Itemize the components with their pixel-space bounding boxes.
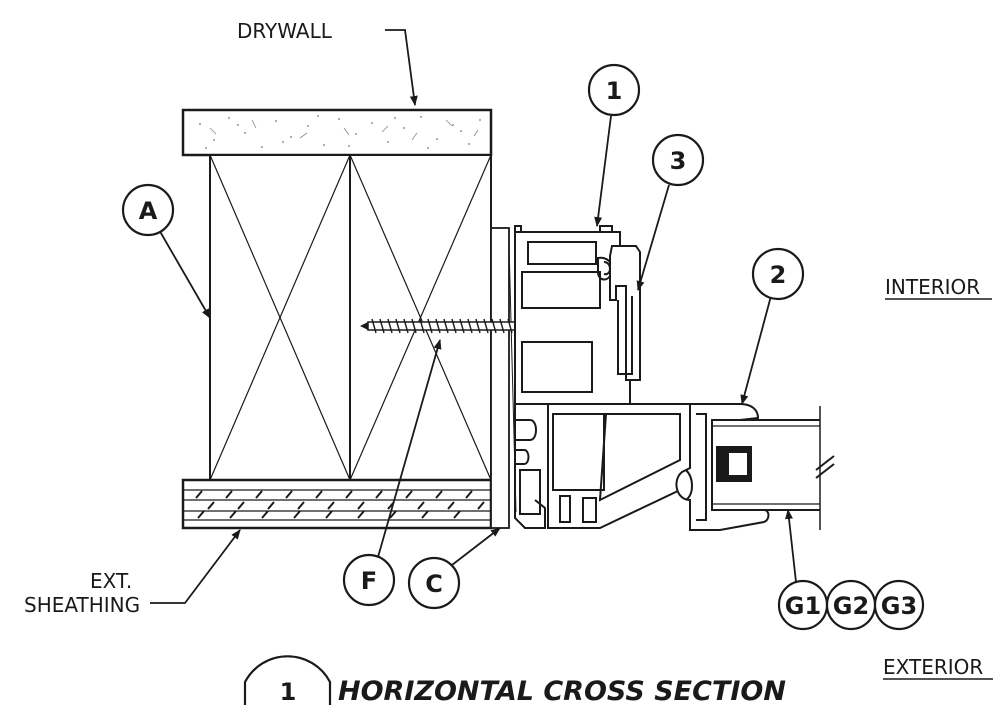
callout-g2: G2 [825,579,877,631]
title-number: 1 [280,678,297,705]
interior-label: INTERIOR [885,275,980,299]
svg-text:G1: G1 [785,592,821,620]
title-text: HORIZONTAL CROSS SECTION [338,676,786,705]
sheathing-label: SHEATHING [24,593,140,617]
svg-text:F: F [361,567,377,595]
svg-text:2: 2 [770,261,787,289]
interior-label-group: INTERIOR [885,275,992,300]
window-frame-profile [514,225,701,529]
svg-text:C: C [425,570,443,598]
svg-text:A: A [139,197,158,225]
wood-stud [209,154,492,481]
svg-text:G2: G2 [833,592,869,620]
callout-a: A [121,183,175,237]
callout-g1: G1 [777,579,829,631]
callout-3: 3 [651,133,705,187]
glazing-unit [712,406,835,530]
callout-f: F [342,553,396,607]
ext-sheathing-board [181,478,493,530]
leader-lines [150,29,797,604]
callout-c: C [407,556,461,610]
callout-2: 2 [751,247,805,301]
drywall-label: DRYWALL [237,19,333,43]
callout-1: 1 [587,63,641,117]
drywall-board [181,108,493,157]
svg-text:3: 3 [670,147,687,175]
svg-text:G3: G3 [881,592,917,620]
window-sash-profile [675,403,770,531]
exterior-label: EXTERIOR [883,655,983,679]
drawing-title: 1 HORIZONTAL CROSS SECTION [243,655,786,705]
shim-c [490,227,517,529]
svg-text:1: 1 [606,77,623,105]
exterior-label-group: EXTERIOR [883,655,993,680]
callout-g3: G3 [873,579,925,631]
ext-label: EXT. [90,569,132,593]
